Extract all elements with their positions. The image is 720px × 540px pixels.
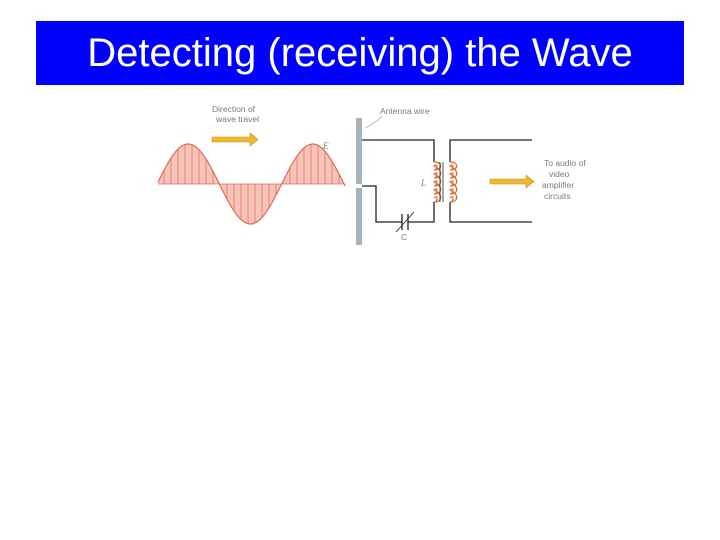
antenna-plate-top: [356, 118, 362, 184]
wave-field-vectors: [163, 144, 340, 224]
capacitor: C: [395, 211, 415, 242]
wire-top-right: [449, 139, 532, 162]
antenna-label: Antenna wire: [380, 106, 430, 116]
wave-shaded-area: [158, 144, 345, 224]
direction-arrow-icon: [211, 132, 259, 147]
wire-bottom-right: [449, 202, 532, 223]
coil-winding: [432, 161, 442, 203]
direction-arrow: Direction of wave travel: [211, 104, 259, 147]
antenna-label-leader: [365, 115, 383, 129]
e-field-label: E: [322, 141, 329, 151]
wave-curve: [157, 143, 346, 225]
wire-cap-right: [408, 202, 435, 223]
wire-bottom-left: [362, 185, 402, 223]
output-label-line4: circuits: [544, 191, 570, 201]
direction-label-line2: wave travel: [215, 114, 259, 124]
inductor-coils: [432, 161, 458, 203]
output-label: To audio of video amplifier circuits: [542, 158, 586, 201]
slide-title: Detecting (receiving) the Wave: [87, 30, 633, 75]
circuit-wires: [362, 139, 532, 223]
capacitor-variable-arrow: [395, 211, 415, 233]
output-label-line3: amplifier: [542, 180, 574, 190]
title-bar: Detecting (receiving) the Wave: [36, 21, 684, 85]
inductor-label: L: [420, 178, 426, 188]
output-arrow-icon: [489, 174, 535, 189]
coil-winding: [448, 161, 458, 203]
antenna-plate-bottom: [356, 188, 362, 245]
direction-label-line1: Direction of: [212, 104, 256, 114]
output-label-line1: To audio of: [544, 158, 586, 168]
wire-top-left: [362, 139, 435, 162]
output-label-line2: video: [549, 169, 570, 179]
antenna-receiver-diagram: Direction of wave travel E Antenna wire …: [140, 100, 600, 250]
e-field-wave: [157, 143, 346, 225]
antenna: Antenna wire: [356, 106, 430, 245]
capacitor-label: C: [401, 232, 407, 242]
diagram-svg: Direction of wave travel E Antenna wire …: [157, 104, 586, 245]
